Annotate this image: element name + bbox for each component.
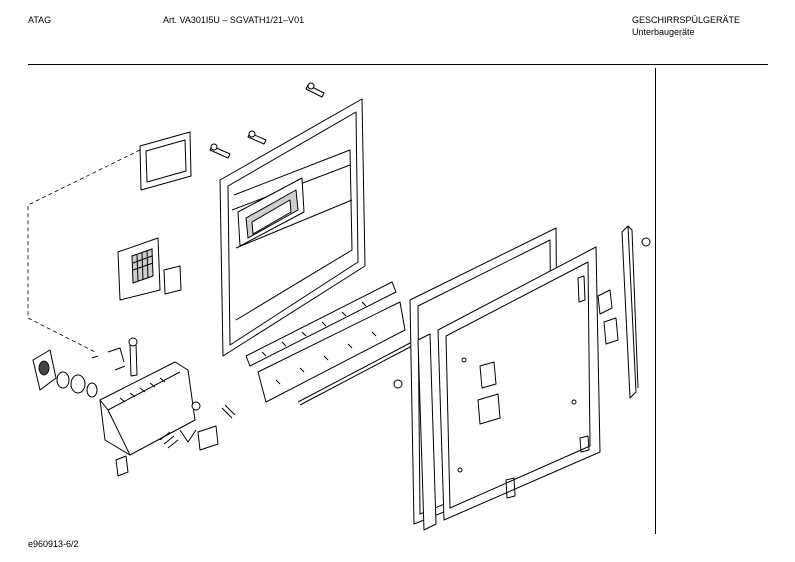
hinge-strip xyxy=(245,281,397,367)
side-rail xyxy=(621,225,639,399)
drawing-number: e960913-6/2 xyxy=(28,539,79,549)
product-subcategory: Unterbaugeräte xyxy=(632,27,695,37)
sealing-rod xyxy=(297,341,415,406)
program-selector-knob xyxy=(32,349,57,391)
grid-insert xyxy=(117,237,161,301)
handle-frame xyxy=(139,131,192,191)
screw-middle xyxy=(247,130,267,145)
side-column-divider xyxy=(655,68,656,534)
screw-top xyxy=(305,82,325,98)
detergent-dispenser-opening xyxy=(237,177,305,247)
switch-rod xyxy=(128,337,138,377)
springs-and-clips xyxy=(159,404,236,449)
inner-door-panel xyxy=(219,98,366,357)
dashed-assignment-line xyxy=(27,149,141,353)
knob-rings xyxy=(56,371,98,398)
side-plug xyxy=(641,237,651,247)
bottom-clip xyxy=(115,455,129,477)
product-category: GESCHIRRSPÜLGERÄTE xyxy=(632,15,741,25)
lower-door-cover xyxy=(257,301,406,403)
brand-name: ATAG xyxy=(28,15,52,25)
header-divider xyxy=(28,64,768,65)
control-electronics-housing xyxy=(99,361,196,456)
screw-left xyxy=(209,143,231,159)
small-switch-block xyxy=(197,425,219,451)
washer xyxy=(191,401,201,411)
small-cover-plate xyxy=(163,265,182,295)
front-door-panel xyxy=(437,246,601,521)
side-hinge-bracket xyxy=(597,289,619,345)
rubber-stop xyxy=(393,379,403,389)
lever-part xyxy=(91,347,126,371)
article-number: Art. VA301I5U – SGVATH1/21–V01 xyxy=(163,15,305,25)
